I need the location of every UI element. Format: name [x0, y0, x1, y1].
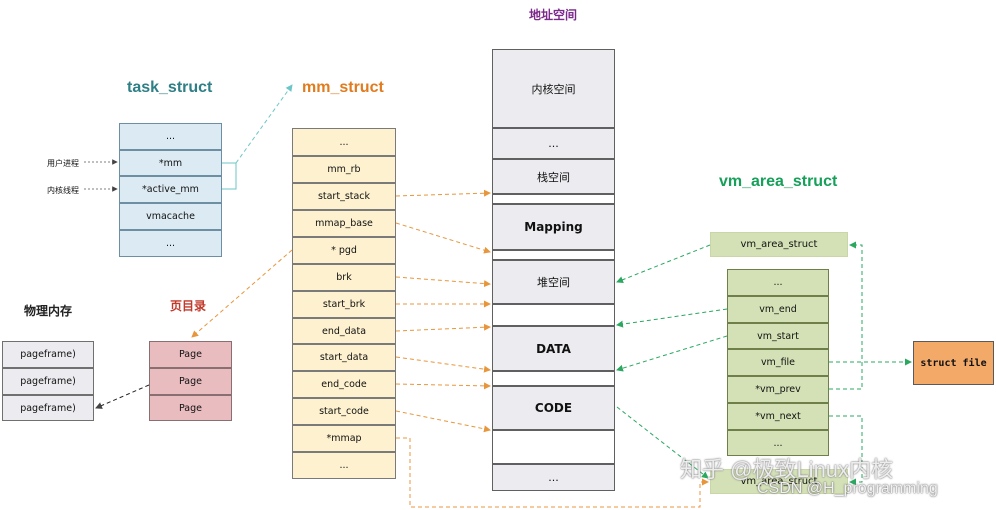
task-struct-field: ... — [119, 230, 222, 257]
mm-struct-field-mm-rb: mm_rb — [292, 156, 396, 183]
vm-area-struct-bottom: vm_area_struct — [710, 469, 848, 494]
pageframe: pageframe) — [2, 395, 94, 421]
mm-struct-title: mm_struct — [302, 79, 384, 96]
code-segment: CODE — [492, 386, 615, 430]
mm-struct-field-mmap-base: mmap_base — [292, 210, 396, 237]
mm-struct-field: ... — [292, 452, 396, 479]
watermark-zhihu: 知乎 @极致Linux内核 — [680, 457, 894, 482]
task-struct-field-vmacache: vmacache — [119, 203, 222, 230]
mm-struct-field-start-stack: start_stack — [292, 183, 396, 210]
page-entry: Page — [149, 368, 232, 395]
vm-area-struct-top: vm_area_struct — [710, 232, 848, 257]
mm-struct-field-pgd: * pgd — [292, 237, 396, 264]
vm-area-field-vm-next: *vm_next — [727, 403, 829, 430]
spacer — [492, 371, 615, 386]
vm-area-field: ... — [727, 269, 829, 296]
spacer — [492, 250, 615, 260]
page-entry: Page — [149, 341, 232, 368]
task-struct-title: task_struct — [127, 79, 213, 96]
task-struct-field-active-mm: *active_mm — [119, 176, 222, 203]
mm-struct-field-start-data: start_data — [292, 344, 396, 371]
vm-area-field-vm-prev: *vm_prev — [727, 376, 829, 403]
page-entry: Page — [149, 395, 232, 421]
mm-struct-field-start-brk: start_brk — [292, 291, 396, 318]
heap-space-segment: 堆空间 — [492, 260, 615, 304]
mm-struct-field: ... — [292, 128, 396, 156]
mm-struct-field-start-code: start_code — [292, 398, 396, 425]
spacer — [492, 194, 615, 204]
task-struct-field: ... — [119, 123, 222, 150]
physical-memory-title: 物理内存 — [24, 304, 73, 318]
bottom-gap-segment: ... — [492, 464, 615, 491]
empty-segment — [492, 304, 615, 326]
mm-struct-field-mmap: *mmap — [292, 425, 396, 452]
empty-segment — [492, 430, 615, 464]
stack-space-segment: 栈空间 — [492, 159, 615, 194]
vm-area-field-vm-end: vm_end — [727, 296, 829, 323]
gap-segment: ... — [492, 128, 615, 159]
mm-struct-field-brk: brk — [292, 264, 396, 291]
kernel-space-segment: 内核空间 — [492, 49, 615, 128]
struct-file-box: struct file — [913, 341, 994, 385]
page-directory-title: 页目录 — [170, 299, 207, 313]
mm-struct-field-end-data: end_data — [292, 318, 396, 344]
task-struct-field-mm: *mm — [119, 150, 222, 176]
vm-area-struct-title: vm_area_struct — [719, 173, 838, 190]
mm-struct-field-end-code: end_code — [292, 371, 396, 398]
vm-area-field: ... — [727, 430, 829, 456]
pageframe: pageframe) — [2, 341, 94, 368]
vm-area-field-vm-start: vm_start — [727, 323, 829, 349]
watermark-csdn: CSDN @H_programming — [757, 480, 938, 497]
data-segment: DATA — [492, 326, 615, 371]
vm-area-field-vm-file: vm_file — [727, 349, 829, 376]
address-space-title: 地址空间 — [529, 8, 578, 22]
kernel-thread-label: 内核线程 — [47, 186, 79, 195]
user-process-label: 用户进程 — [47, 159, 79, 168]
mapping-segment: Mapping — [492, 204, 615, 250]
pageframe: pageframe) — [2, 368, 94, 395]
